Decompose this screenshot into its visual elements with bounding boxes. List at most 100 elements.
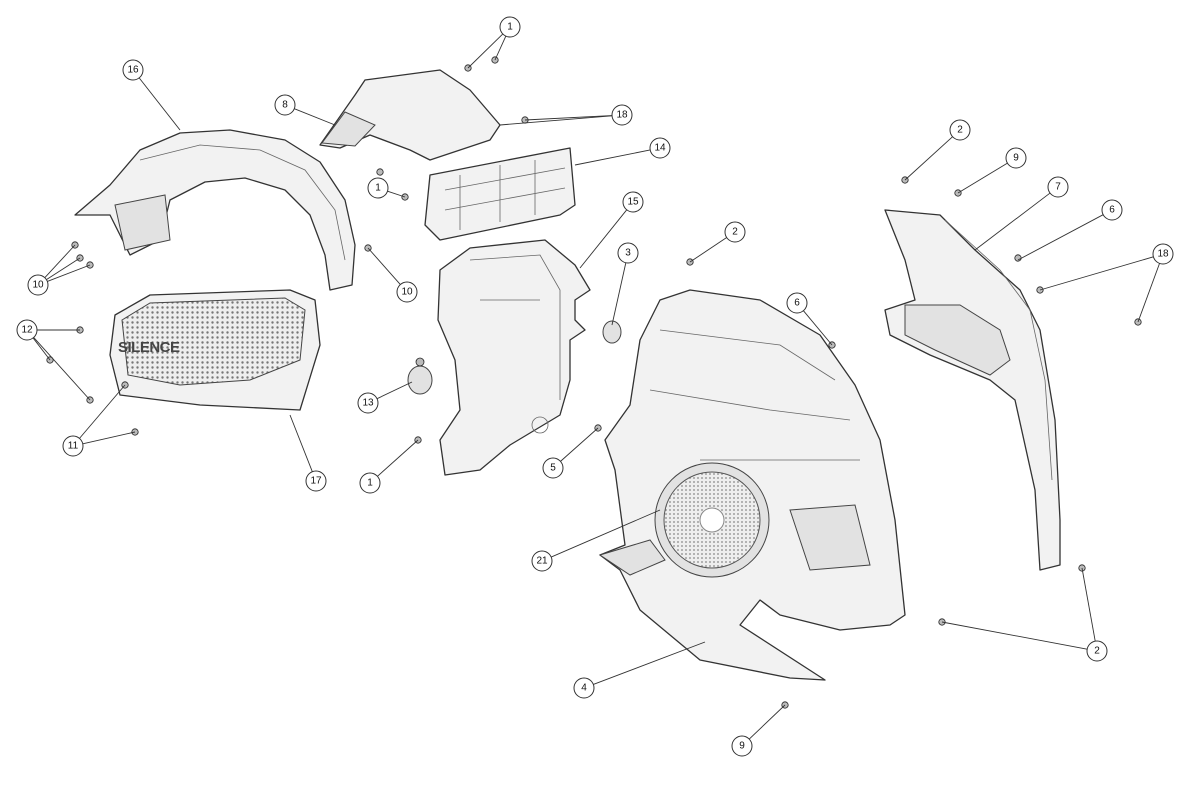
callout-part-1: 1	[359, 472, 381, 494]
leader-line	[289, 414, 313, 472]
leader-line	[377, 439, 419, 477]
callout-circle	[1152, 243, 1174, 265]
callout-part-1: 1	[367, 177, 389, 199]
callout-circle	[531, 550, 553, 572]
callout-label: 6	[1109, 205, 1115, 216]
leader-line	[593, 641, 706, 685]
callout-label: 9	[739, 741, 745, 752]
leader-line	[803, 310, 833, 346]
leader-line	[957, 162, 1008, 194]
callout-label: 9	[1013, 153, 1019, 164]
callout-circle	[396, 281, 418, 303]
main-shroud-part	[598, 289, 906, 681]
leader-line	[1137, 263, 1160, 323]
perforated-side-cover-part: SILENCE	[109, 289, 321, 411]
callout-label: 21	[536, 556, 548, 567]
callout-label: 10	[401, 287, 413, 298]
callout-circle	[359, 472, 381, 494]
callout-circle	[1047, 176, 1069, 198]
callout-part-3: 3	[617, 242, 639, 264]
callout-label: 15	[627, 197, 639, 208]
grommet-part-3	[602, 320, 622, 344]
callout-circle	[1086, 640, 1108, 662]
callout-label: 1	[375, 183, 381, 194]
callout-part-18: 18	[611, 104, 633, 126]
callout-part-4: 4	[573, 677, 595, 699]
leader-line	[46, 257, 81, 280]
callout-circle	[16, 319, 38, 341]
callout-label: 17	[310, 476, 322, 487]
callout-label: 2	[732, 227, 738, 238]
callout-label: 18	[616, 110, 628, 121]
leader-line	[689, 237, 727, 263]
leader-line	[1081, 567, 1096, 642]
leader-line	[1017, 214, 1104, 261]
leader-line	[387, 190, 406, 198]
callout-label: 18	[1157, 249, 1169, 260]
callout-label: 2	[957, 125, 963, 136]
leader-line	[294, 108, 336, 126]
callout-circle	[542, 457, 564, 479]
flywheel-guard-part	[74, 129, 356, 291]
callout-label: 2	[1094, 646, 1100, 657]
leader-line	[33, 337, 91, 401]
callout-part-10: 10	[27, 274, 49, 296]
screw-icon	[376, 168, 384, 176]
leader-line	[494, 35, 507, 61]
callout-label: 14	[654, 143, 666, 154]
leader-line	[974, 192, 1051, 251]
leader-line	[904, 136, 953, 181]
leader-line	[611, 262, 627, 326]
leader-line	[748, 704, 786, 740]
callout-part-2: 2	[724, 221, 746, 243]
callout-part-17: 17	[305, 470, 327, 492]
callout-part-21: 21	[531, 550, 553, 572]
callout-part-5: 5	[542, 457, 564, 479]
callout-part-2: 2	[949, 119, 971, 141]
callout-label: 13	[362, 398, 374, 409]
grille-plate-part	[424, 147, 576, 241]
leader-lines	[32, 33, 1160, 740]
callout-circle	[949, 119, 971, 141]
silence-logo: SILENCE	[118, 339, 180, 356]
callout-circle	[367, 177, 389, 199]
callout-part-9: 9	[1005, 147, 1027, 169]
callout-circle	[622, 191, 644, 213]
callout-circle	[649, 137, 671, 159]
callout-part-6: 6	[1101, 199, 1123, 221]
callout-label: 10	[32, 280, 44, 291]
callout-part-18: 18	[1152, 243, 1174, 265]
callout-part-10: 10	[396, 281, 418, 303]
callout-circle	[731, 735, 753, 757]
leader-line	[941, 621, 1088, 650]
callout-circle	[499, 16, 521, 38]
leader-line	[1039, 256, 1154, 291]
callout-circle	[122, 59, 144, 81]
callout-label: 1	[507, 22, 513, 33]
callout-circle	[617, 242, 639, 264]
callout-part-7: 7	[1047, 176, 1069, 198]
callout-circle	[573, 677, 595, 699]
leader-line	[467, 33, 504, 69]
callout-part-9: 9	[731, 735, 753, 757]
callout-circle	[274, 94, 296, 116]
callout-label: 3	[625, 248, 631, 259]
screw-icon	[1014, 254, 1022, 262]
leader-line	[82, 431, 136, 445]
leader-line	[499, 115, 613, 126]
inner-panel-part	[437, 239, 591, 476]
callout-part-2: 2	[1086, 640, 1108, 662]
callout-part-12: 12	[16, 319, 38, 341]
callout-circle	[611, 104, 633, 126]
front-strip-part	[884, 209, 1061, 571]
callout-label: 7	[1055, 182, 1061, 193]
callout-part-15: 15	[622, 191, 644, 213]
leader-line	[47, 264, 91, 282]
callout-circle	[27, 274, 49, 296]
callout-circle	[357, 392, 379, 414]
leader-line	[32, 337, 51, 361]
leader-line	[524, 115, 613, 121]
